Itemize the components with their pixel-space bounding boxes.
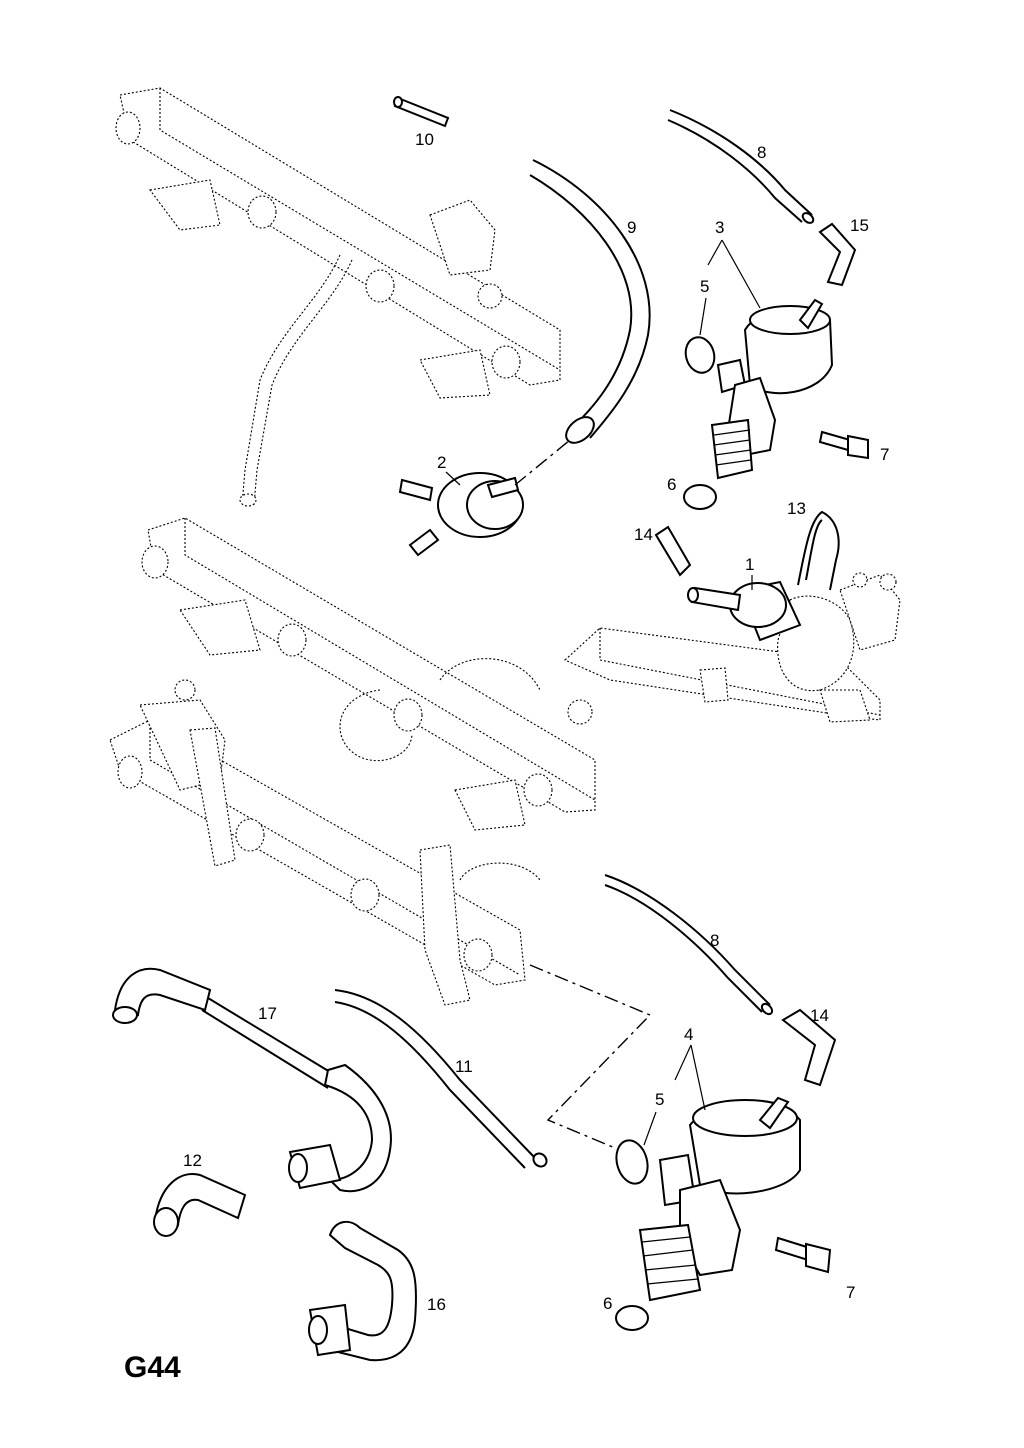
callout-1: 1 [745,555,754,574]
part-5-o-ring-upper [684,336,716,374]
part-4-regulator [638,1096,801,1302]
part-14-elbow-upper [654,525,692,577]
part-9-hose [529,159,651,444]
callout-8-lower: 8 [710,931,719,950]
part-7-bolt-upper [818,430,869,460]
part-8-hose-upper [667,109,815,224]
callout-14-lower: 14 [810,1006,829,1025]
callout-14-upper: 14 [634,525,653,544]
leader-lines [445,239,761,1146]
part-14-elbow-lower [781,1008,837,1087]
callout-5-upper: 5 [700,277,709,296]
part-11-hose [334,989,548,1169]
callout-13: 13 [787,499,806,518]
callout-12: 12 [183,1151,202,1170]
part-5-o-ring-lower [615,1139,649,1185]
fuel-rail-lower [109,679,541,1006]
part-7-bolt-lower [774,1236,832,1274]
leader-dash-2-9 [514,439,571,486]
part-8-hose-lower [604,874,774,1016]
leader-dash-rail-4 [529,964,652,1149]
callout-6-upper: 6 [667,475,676,494]
part-13-clip [797,510,840,591]
callout-10: 10 [415,130,434,149]
callout-3: 3 [715,218,724,237]
part-6-o-ring-upper [683,484,717,510]
callout-7-lower: 7 [846,1283,855,1302]
plate-code: G44 [124,1351,181,1384]
fuel-rail-middle [141,517,596,831]
callout-labels: 1 2 3 4 5 5 6 6 7 7 8 8 9 10 11 12 13 14… [183,130,889,1314]
part-3-regulator [710,298,834,480]
callout-11: 11 [455,1057,473,1076]
callout-4: 4 [684,1025,693,1044]
part-17-hose-assembly [112,967,392,1193]
callout-5-lower: 5 [655,1090,664,1109]
fuel-rail-upper [115,87,561,507]
callout-9: 9 [627,218,636,237]
callout-6-lower: 6 [603,1294,612,1313]
part-6-o-ring-lower [615,1305,649,1331]
part-12-elbow-hose [153,1173,247,1237]
callout-16: 16 [427,1295,446,1314]
part-16-u-hose [308,1220,418,1362]
callout-15: 15 [850,216,869,235]
part-1-regulator [687,580,802,642]
callout-17: 17 [258,1004,277,1023]
callout-8-upper: 8 [757,143,766,162]
part-15-elbow [818,222,857,287]
part-10-pin [393,96,450,128]
part-2-regulator [398,472,524,557]
callout-7-upper: 7 [880,445,889,464]
callout-2: 2 [437,453,446,472]
